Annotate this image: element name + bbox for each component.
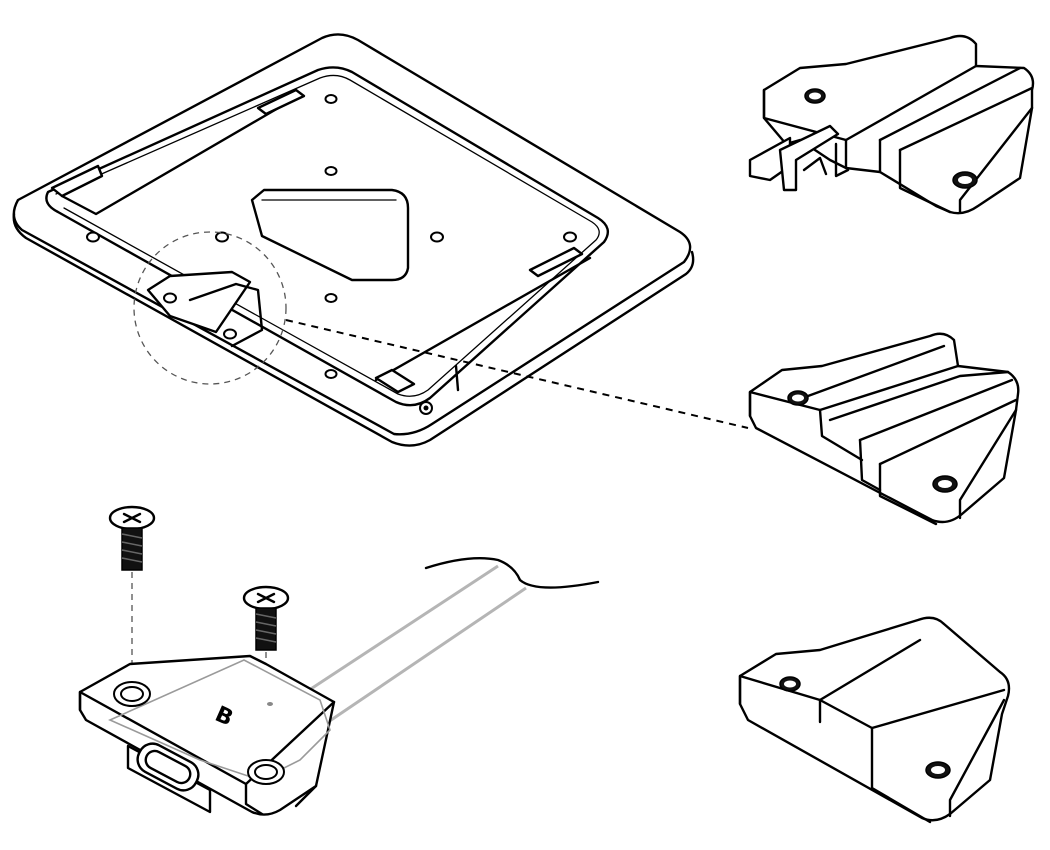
bracket-variant-a (748, 34, 1035, 215)
sensor-module: B (78, 654, 336, 816)
base-plate (12, 33, 695, 447)
bracket-variant-b (748, 332, 1020, 526)
bracket-variant-c (738, 616, 1011, 824)
detail-callout (133, 231, 749, 429)
screw-left (108, 505, 156, 700)
